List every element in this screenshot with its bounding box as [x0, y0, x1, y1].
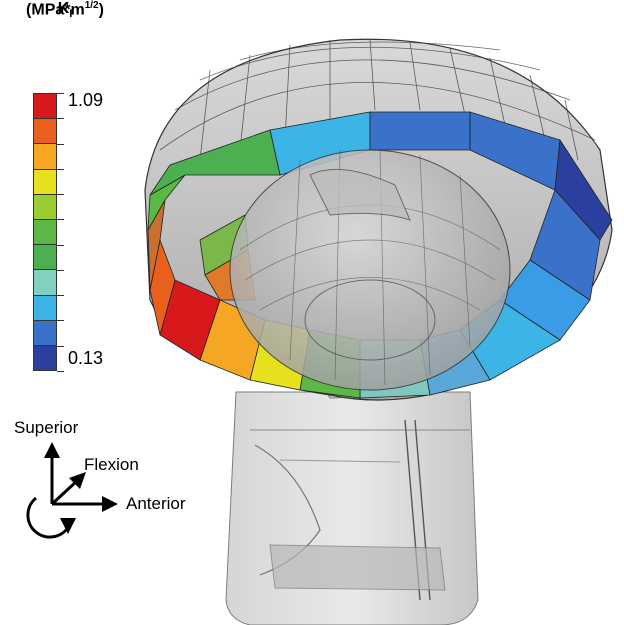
- color-scale-segment: [34, 245, 56, 271]
- scale-min-label: 0.13: [68, 348, 104, 368]
- color-scale-segment: [34, 219, 56, 246]
- axis-label-flexion: Flexion: [84, 455, 139, 474]
- color-scale-segment: [34, 94, 56, 120]
- color-scale-tick: [57, 219, 64, 221]
- color-scale-segment: [34, 295, 56, 321]
- color-scale-tick: [57, 371, 64, 372]
- color-scale-tick: [57, 244, 64, 246]
- color-scale-tick: [57, 168, 64, 170]
- color-scale-tick: [57, 194, 64, 196]
- color-scale-segment: [34, 270, 56, 296]
- axis-label-anterior: Anterior: [126, 494, 186, 513]
- color-scale-tick: [57, 295, 64, 297]
- color-scale-segment: [34, 119, 56, 145]
- color-scale-tick: [57, 118, 64, 120]
- color-scale-segment: [34, 194, 56, 220]
- color-scale-segment: [34, 345, 56, 371]
- color-scale-bar: [33, 93, 57, 371]
- color-scale-tick: [57, 320, 64, 322]
- femoral-head: [229, 149, 511, 391]
- scale-max-label: 1.09: [68, 90, 104, 110]
- legend-unit: (MPa*m1/2): [26, 0, 104, 19]
- color-scale-segment: [34, 320, 56, 346]
- color-scale-segment: [34, 144, 56, 170]
- color-scale-tick: [57, 143, 64, 145]
- color-scale-tick: [57, 345, 64, 347]
- axis-label-superior: Superior: [14, 418, 79, 437]
- color-scale-tick: [57, 269, 64, 271]
- legend-symbol: KI: [57, 0, 73, 21]
- orientation-axes-icon: [26, 442, 118, 539]
- color-scale-tick: [57, 93, 64, 94]
- implant-stem: [225, 391, 479, 625]
- color-scale-segment: [34, 169, 56, 195]
